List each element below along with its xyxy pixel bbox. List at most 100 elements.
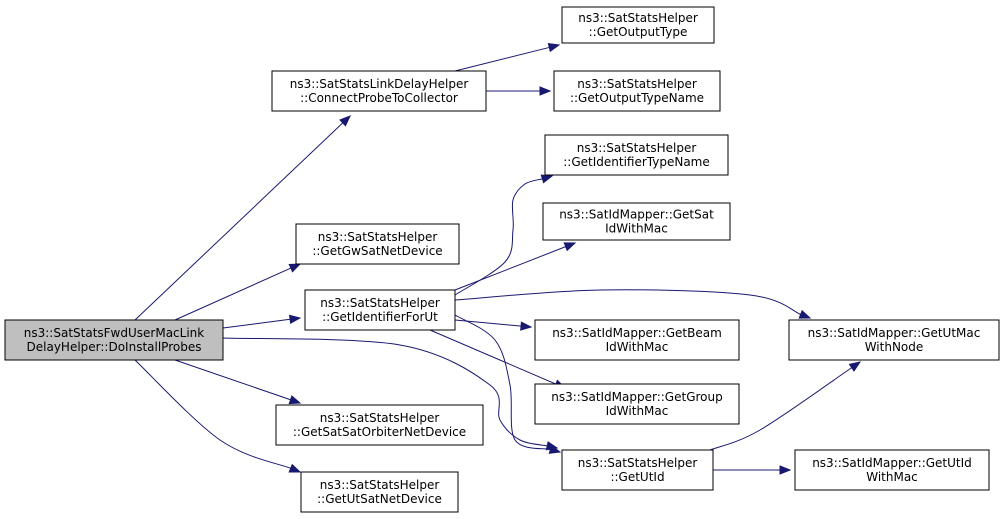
node-label-line: ::GetUtId (610, 470, 664, 484)
node-getOutputTypeName[interactable]: ns3::SatStatsHelper::GetOutputTypeName (553, 70, 721, 112)
node-label-line: ::GetOutputType (589, 25, 688, 39)
arrowhead (540, 174, 554, 184)
node-box (275, 404, 484, 446)
edge-getUtId-to-getUtIdWithMac (713, 465, 792, 475)
node-label-line: ns3::SatStatsFwdUserMacLink (24, 326, 205, 340)
edge-line (222, 318, 291, 329)
edge-line (174, 359, 291, 401)
edge-connect-to-getOutputTypeName (486, 86, 552, 96)
node-connect[interactable]: ns3::SatStatsLinkDelayHelper::ConnectPro… (271, 70, 487, 112)
node-label-line: ns3::SatIdMapper::GetUtMac (808, 326, 981, 340)
node-getSatSatOrbiterNetDevice[interactable]: ns3::SatStatsHelper::GetSatSatOrbiterNet… (275, 404, 484, 446)
node-box (788, 319, 1000, 361)
node-label-line: ns3::SatStatsLinkDelayHelper (290, 77, 469, 91)
arrowhead (288, 263, 302, 273)
node-root: ns3::SatStatsFwdUserMacLinkDelayHelper::… (4, 319, 224, 361)
node-box (300, 471, 459, 513)
node-label-line: ns3::SatIdMapper::GetBeam (552, 326, 722, 340)
node-label-line: ::GetIdentifierForUt (322, 310, 438, 324)
edge-line (222, 337, 548, 447)
node-box (271, 70, 487, 112)
edge-getIdentifierForUt-to-getUtMacWithNode (454, 289, 812, 319)
edge-getIdentifierForUt-to-getBeamIdWithMac (454, 319, 533, 331)
node-label-line: ns3::SatStatsHelper (318, 230, 438, 244)
node-label-line: ns3::SatIdMapper::GetSat (559, 208, 714, 222)
node-getOutputType[interactable]: ns3::SatStatsHelper::GetOutputType (561, 6, 715, 44)
arrowhead (520, 321, 533, 331)
edge-line (174, 267, 292, 321)
node-label-line: IdWithMac (606, 340, 669, 354)
arrowhead (798, 309, 812, 319)
node-box (794, 449, 990, 491)
node-box (553, 70, 721, 112)
arrowhead (288, 314, 302, 325)
node-label-line: ns3::SatIdMapper::GetGroup (551, 390, 722, 404)
edge-root-to-getSatSatOrbiterNetDevice (174, 359, 302, 405)
node-box (4, 319, 224, 361)
node-box (542, 202, 731, 241)
node-label-line: ::GetOutputTypeName (570, 91, 704, 105)
node-box (544, 134, 729, 176)
node-getIdentifierForUt[interactable]: ns3::SatStatsHelper::GetIdentifierForUt (304, 289, 456, 331)
node-label-line: ::GetGwSatNetDevice (312, 244, 442, 258)
arrowhead (288, 463, 302, 473)
arrowhead (848, 361, 862, 372)
node-label-line: ns3::SatIdMapper::GetUtId (812, 456, 972, 470)
node-label-line: ::GetIdentifierTypeName (563, 155, 710, 169)
node-getIdentifierTypeName[interactable]: ns3::SatStatsHelper::GetIdentifierTypeNa… (544, 134, 729, 176)
node-label-line: ns3::SatStatsHelper (320, 296, 440, 310)
edge-line (454, 246, 566, 291)
edge-line (454, 178, 543, 296)
node-label-line: ::ConnectProbeToCollector (300, 91, 458, 105)
arrowhead (563, 242, 577, 252)
node-label-line: ns3::SatStatsHelper (320, 411, 440, 425)
edge-root-to-connect (134, 115, 351, 321)
edge-root-to-getUtSatNetDevice (134, 359, 302, 473)
node-getUtId[interactable]: ns3::SatStatsHelper::GetUtId (561, 449, 714, 491)
edge-getIdentifierForUt-to-getIdentifierTypeName (454, 174, 554, 296)
arrowhead (339, 115, 351, 127)
node-getGwSatNetDevice[interactable]: ns3::SatStatsHelper::GetGwSatNetDevice (295, 223, 460, 265)
edge-getIdentifierForUt-to-getUtId (454, 314, 562, 454)
node-label-line: IdWithMac (606, 404, 669, 418)
node-box (295, 223, 460, 265)
node-label-line: ns3::SatStatsHelper (320, 478, 440, 492)
edge-root-to-getIdentifierForUt (222, 314, 302, 329)
edge-line (429, 329, 557, 385)
node-label-line: ::GetUtSatNetDevice (317, 492, 442, 506)
node-box (304, 289, 456, 331)
node-label-line: ::GetSatSatOrbiterNetDevice (293, 425, 466, 439)
edge-line (454, 314, 551, 450)
node-getUtSatNetDevice[interactable]: ns3::SatStatsHelper::GetUtSatNetDevice (300, 471, 459, 513)
edge-line (134, 122, 344, 321)
edge-line (454, 319, 522, 327)
edge-getIdentifierForUt-to-getSatIdWithMac (454, 242, 577, 291)
arrowhead (547, 42, 561, 53)
edge-line (454, 46, 550, 72)
edge-connect-to-getOutputType (454, 42, 561, 72)
edge-getUtId-to-getUtMacWithNode (709, 361, 862, 451)
node-label-line: ns3::SatStatsHelper (577, 77, 697, 91)
node-label-line: ns3::SatStatsHelper (578, 11, 698, 25)
arrowhead (548, 444, 562, 454)
node-label-line: DelayHelper::DoInstallProbes (27, 340, 202, 354)
node-label-line: ns3::SatStatsHelper (577, 141, 697, 155)
edge-line (709, 367, 853, 451)
arrowhead (288, 395, 302, 405)
node-label-line: WithMac (866, 470, 918, 484)
edge-root-to-getGwSatNetDevice (174, 263, 302, 321)
node-box (534, 319, 740, 361)
node-label-line: IdWithMac (605, 222, 668, 236)
node-label-line: ns3::SatStatsHelper (578, 456, 698, 470)
edge-line (454, 289, 801, 315)
edge-line (134, 359, 291, 469)
arrowhead (779, 465, 792, 475)
node-label-line: WithNode (865, 340, 924, 354)
